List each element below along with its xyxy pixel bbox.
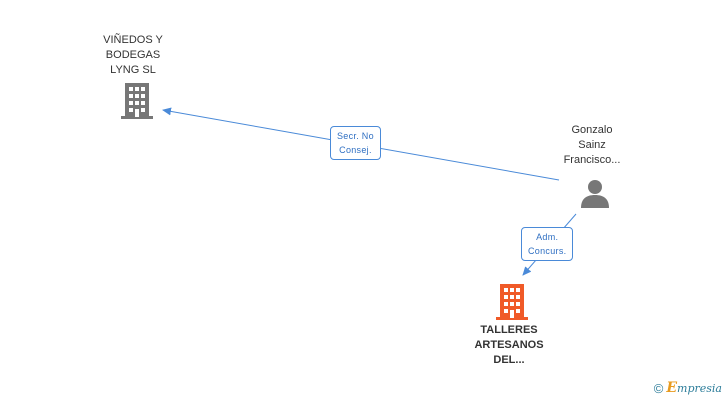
person-icon[interactable] — [580, 179, 610, 209]
brand-name: Empresia — [666, 380, 722, 396]
company-label-talleres[interactable]: TALLERES ARTESANOS DEL... — [474, 324, 544, 366]
company-label-vinedos[interactable]: VIÑEDOS Y BODEGAS LYNG SL — [103, 34, 163, 76]
edge-label-adm-concurs: Adm. Concurs. — [521, 227, 574, 261]
building-icon[interactable] — [121, 83, 153, 119]
person-label-gonzalo[interactable]: Gonzalo Sainz Francisco... — [563, 124, 621, 166]
copyright-icon: © — [653, 380, 664, 396]
edge-label-secr-no-consej: Secr. No Consej. — [330, 126, 381, 160]
empresia-logo: © Empresia — [654, 380, 722, 396]
building-icon[interactable] — [496, 284, 528, 320]
